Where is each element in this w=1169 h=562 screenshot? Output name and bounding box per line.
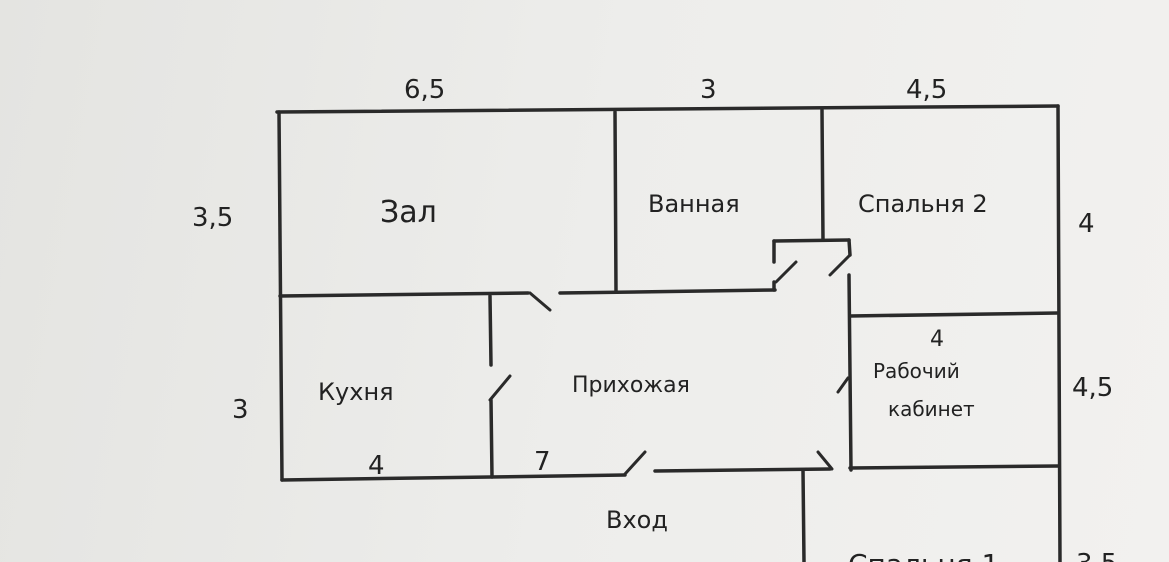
kitchen-door <box>488 374 512 402</box>
room-label-office-2: кабинет <box>888 397 975 421</box>
bathroom-bedroom2-wall <box>820 108 825 242</box>
bathroom-bottom-wall <box>558 288 777 295</box>
dim-top-bathroom: 3 <box>700 75 717 105</box>
room-label-office-1: Рабочий <box>873 359 960 383</box>
dim-bottom-hallway: 7 <box>534 447 551 477</box>
corridor-right-stub <box>847 238 852 257</box>
room-label-entrance: Вход <box>606 506 668 534</box>
bedroom1-left-wall <box>801 468 806 562</box>
office-bottom-wall <box>848 464 1060 470</box>
bedroom2-bottom-wall <box>848 311 1060 318</box>
hall-door <box>528 291 552 312</box>
dim-bottom-kitchen: 4 <box>368 451 385 481</box>
doors <box>488 253 852 476</box>
room-label-bedroom1: Спальня 1 <box>848 548 999 562</box>
dim-top-office: 4 <box>930 327 944 352</box>
room-label-hall: Зал <box>380 195 437 230</box>
entrance-door <box>623 450 647 476</box>
hall-bathroom-wall <box>613 110 618 294</box>
dim-left-kitchen: 3 <box>232 395 249 425</box>
dim-left-hall: 3,5 <box>192 203 233 233</box>
bedroom2-door <box>828 253 852 277</box>
room-label-bedroom2: Спальня 2 <box>858 190 988 218</box>
bedroom1-door <box>816 450 834 471</box>
dim-top-hall: 6,5 <box>404 75 445 105</box>
dim-top-bedroom2: 4,5 <box>906 75 947 105</box>
bottom-wall-right <box>653 467 832 473</box>
kitchen-right-wall-top <box>488 294 493 367</box>
room-label-hallway: Прихожая <box>572 373 690 398</box>
kitchen-right-wall-bottom <box>489 398 494 479</box>
outer-right-wall <box>1056 104 1062 562</box>
office-left-wall <box>847 273 853 472</box>
walls <box>275 104 1062 562</box>
office-door <box>836 376 850 394</box>
outer-top-wall <box>275 104 1060 114</box>
dim-right-bedroom1: 3,5 <box>1076 549 1117 562</box>
room-label-bathroom: Ванная <box>648 190 740 218</box>
dim-right-bedroom2: 4 <box>1078 209 1095 239</box>
corridor-top-wall <box>772 238 851 243</box>
hall-bottom-wall <box>278 291 530 298</box>
room-label-kitchen: Кухня <box>318 378 394 406</box>
dim-right-office: 4,5 <box>1072 373 1113 403</box>
bathroom-door <box>774 260 798 284</box>
bottom-wall-left <box>280 473 627 482</box>
